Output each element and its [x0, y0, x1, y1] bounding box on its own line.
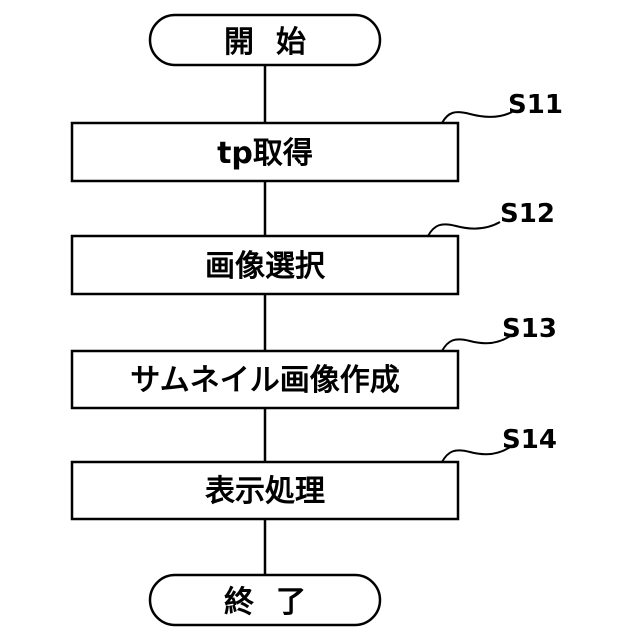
step-s13-leader-line	[442, 336, 510, 351]
step-s11-id: S11	[508, 90, 563, 120]
process-step-s14: 表示処理 S14	[72, 425, 557, 519]
step-s14-id: S14	[502, 425, 557, 455]
end-terminal-label: 終了	[224, 585, 328, 620]
process-step-s12: 画像選択 S12	[72, 199, 555, 294]
start-terminal: 開始	[150, 15, 380, 65]
process-step-s13-label: サムネイル画像作成	[130, 363, 399, 398]
step-s14-leader-line	[442, 447, 510, 462]
process-step-s11: tp取得 S11	[72, 90, 563, 181]
step-s12-leader-line	[428, 222, 500, 236]
process-step-s12-label: 画像選択	[205, 249, 326, 284]
process-step-s13: サムネイル画像作成 S13	[72, 314, 557, 408]
step-s11-leader-line	[442, 112, 512, 123]
start-terminal-label: 開始	[224, 25, 328, 60]
process-step-s14-label: 表示処理	[205, 474, 325, 509]
step-s13-id: S13	[502, 314, 557, 344]
end-terminal: 終了	[150, 575, 380, 625]
step-s12-id: S12	[500, 199, 555, 229]
process-step-s11-label: tp取得	[217, 136, 313, 171]
